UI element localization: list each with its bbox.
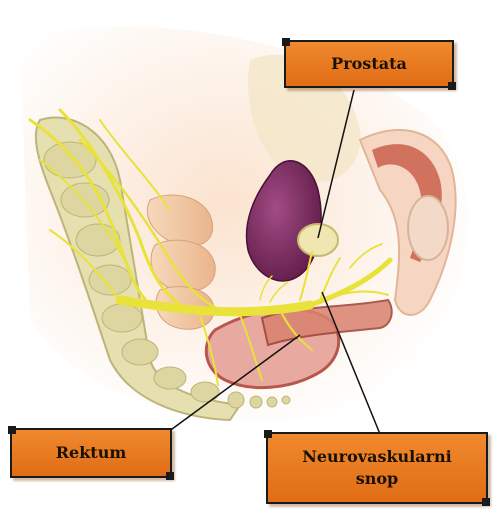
label-rektum: Rektum [10,428,172,478]
label-prostata: Prostata [284,40,454,88]
prostate-gland [298,224,338,256]
label-neurovaskularni-snop: Neurovaskularni snop [266,432,488,504]
label-prostata-text: Prostata [331,53,407,75]
label-neuro-line1: Neurovaskularni [302,446,452,468]
testis-shape [408,196,448,260]
label-rektum-text: Rektum [56,442,127,464]
label-neuro-line2: snop [302,468,452,490]
